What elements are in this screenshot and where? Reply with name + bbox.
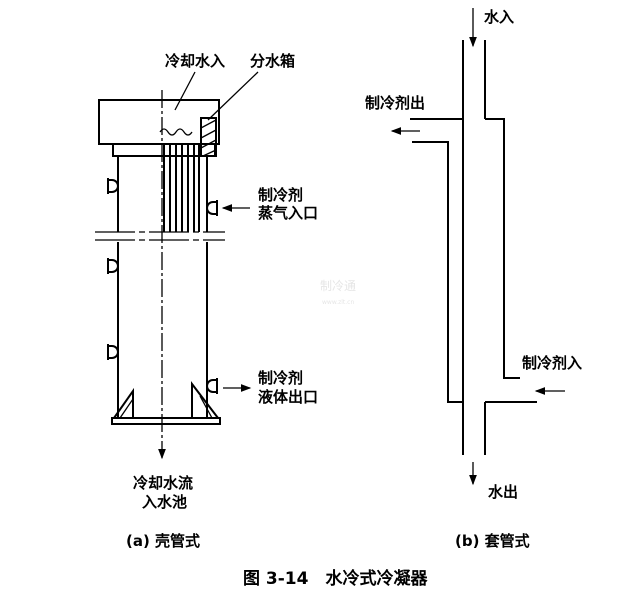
outer-tube-left <box>410 118 463 403</box>
label-refrigerant-in: 制冷剂入 <box>522 354 582 372</box>
label-water-in: 水入 <box>484 8 514 26</box>
label-water-out-2: 入水池 <box>142 493 187 511</box>
support-legs <box>111 381 221 425</box>
tube-bundle <box>163 145 200 232</box>
caption-a: (a) 壳管式 <box>126 532 200 550</box>
label-water-out-1: 冷却水流 <box>133 474 193 492</box>
label-liquid-out-1: 制冷剂 <box>258 369 303 387</box>
outer-tube-right <box>485 118 537 403</box>
caption-b: (b) 套管式 <box>455 532 530 550</box>
watermark-logo: 制冷通 <box>320 279 356 293</box>
label-cooling-water-in: 冷却水入 <box>165 52 225 70</box>
label-refrigerant-out: 制冷剂出 <box>365 94 425 112</box>
label-vapor-in-2: 蒸气入口 <box>258 204 318 222</box>
label-vapor-in-1: 制冷剂 <box>258 186 303 204</box>
watermark-url: www.zlt.cn <box>322 299 354 306</box>
right-nozzles <box>206 200 218 394</box>
shell-wall <box>117 156 208 418</box>
figure-title: 图 3-14 水冷式冷凝器 <box>243 568 428 589</box>
label-water-out: 水出 <box>488 483 518 501</box>
inner-tube <box>462 40 486 455</box>
left-nozzles <box>107 178 119 360</box>
label-liquid-out-2: 液体出口 <box>258 388 318 406</box>
break-line <box>95 231 225 241</box>
water-divider <box>200 117 217 157</box>
shell-tube-condenser: 冷却水入 分水箱 制冷剂 蒸气入口 制冷剂 液体出口 冷却水流 入水池 (a) … <box>95 52 318 550</box>
double-pipe-condenser: 水入 制冷剂出 制冷剂入 水出 (b) 套管式 <box>365 8 582 550</box>
label-water-box: 分水箱 <box>250 52 295 70</box>
